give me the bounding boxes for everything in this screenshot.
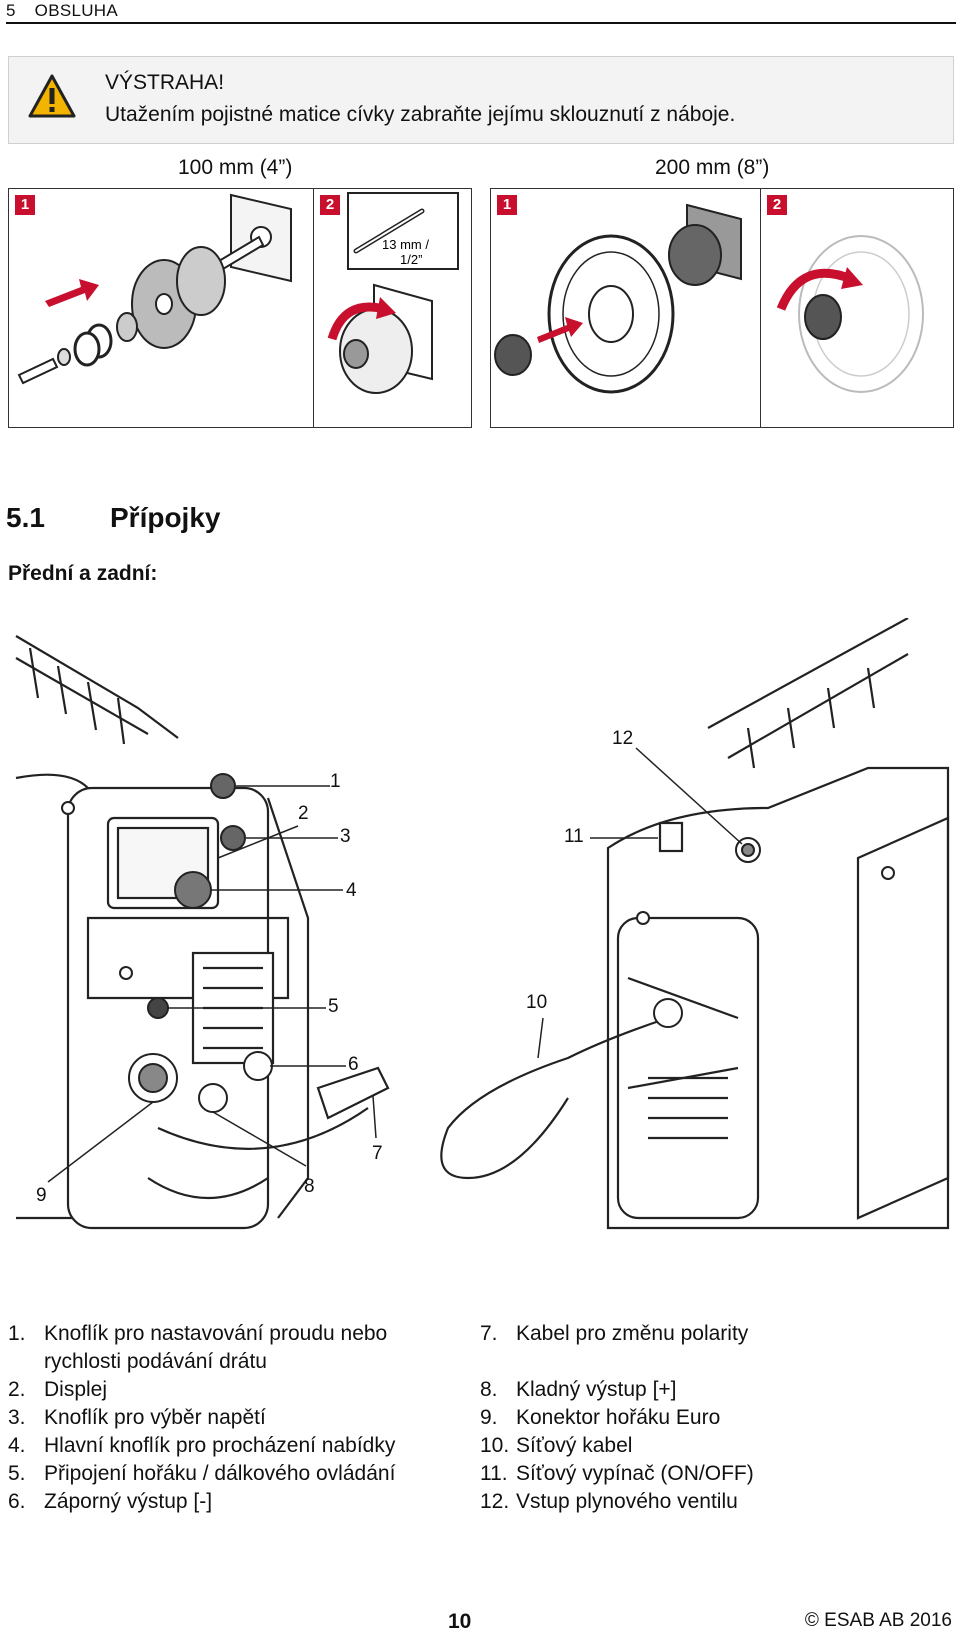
spool-100-step2-panel: 2 13 mm / 1/2” [313, 188, 472, 428]
step-badge: 2 [320, 195, 340, 215]
legend-text: Síťový kabel [516, 1434, 633, 1457]
callout-4: 4 [346, 880, 357, 901]
callout-1: 1 [330, 771, 341, 792]
legend-number: 3. [8, 1406, 26, 1429]
section-number: 5.1 [6, 502, 45, 533]
step-badge: 2 [767, 195, 787, 215]
page-header: 5 OBSLUHA [6, 0, 956, 24]
wrench-size-line2: 1/2” [400, 252, 422, 267]
step-badge: 1 [15, 195, 35, 215]
spool-200-step2-panel: 2 [760, 188, 954, 428]
legend-text: Kladný výstup [+] [516, 1378, 677, 1401]
copyright: © ESAB AB 2016 [804, 1610, 952, 1631]
legend-number: 2. [8, 1378, 26, 1401]
warning-box: VÝSTRAHA! Utažením pojistné matice cívky… [8, 56, 954, 144]
callout-10: 10 [526, 992, 548, 1013]
step-badge: 1 [497, 195, 517, 215]
legend-number: 4. [8, 1434, 26, 1457]
legend-text: Připojení hořáku / dálkového ovládání [44, 1462, 396, 1485]
page-number: 10 [448, 1610, 472, 1633]
callout-9: 9 [36, 1185, 47, 1206]
subheading: Přední a zadní: [8, 562, 158, 585]
legend-item: 9. Konektor hořáku Euro [480, 1404, 950, 1432]
section-title: Přípojky [110, 502, 221, 533]
callout-3: 3 [340, 826, 351, 847]
legend-item: 8. Kladný výstup [+] [480, 1376, 950, 1404]
legend-item: 10. Síťový kabel [480, 1432, 950, 1460]
legend-text: Záporný výstup [-] [44, 1490, 213, 1513]
legend-item: 11. Síťový vypínač (ON/OFF) [480, 1460, 950, 1488]
legend-number: 10. [480, 1434, 510, 1457]
size-label-200mm: 200 mm (8”) [655, 156, 770, 179]
legend-text-line1: Knoflík pro nastavování proudu nebo [44, 1322, 388, 1345]
legend-number: 6. [8, 1490, 26, 1513]
connections-figure: 1 2 3 4 5 6 7 8 9 10 11 12 [8, 617, 952, 1268]
warning-title: VÝSTRAHA! [105, 71, 225, 94]
wrench-icon [353, 208, 425, 254]
legend-text: Knoflík pro výběr napětí [44, 1406, 266, 1429]
legend-item: 12. Vstup plynového ventilu [480, 1488, 950, 1516]
legend-item: 2. Displej [8, 1376, 448, 1404]
legend-item: 3. Knoflík pro výběr napětí [8, 1404, 448, 1432]
callout-8: 8 [304, 1176, 315, 1197]
legend-item: 7. Kabel pro změnu polarity [480, 1320, 950, 1348]
callout-5: 5 [328, 996, 339, 1017]
legend-item: 4. Hlavní knoflík pro procházení nabídky [8, 1432, 448, 1460]
size-label-100mm: 100 mm (4”) [178, 156, 293, 179]
tighten-nut-illustration: 13 mm / 1/2” [327, 192, 459, 394]
callout-12: 12 [612, 728, 634, 749]
legend-text: Knoflík pro nastavování proudu nebo rych… [44, 1320, 387, 1376]
legend-item: 1. Knoflík pro nastavování proudu nebo r… [8, 1320, 448, 1376]
legend-number: 1. [8, 1322, 26, 1345]
legend-item: 6. Záporný výstup [-] [8, 1488, 448, 1516]
wrench-size-line1: 13 mm / [382, 237, 429, 252]
warning-triangle-icon [28, 74, 76, 118]
spool-200-step1-panel: 1 [490, 188, 762, 428]
spool-200-mount-illustration [494, 203, 742, 394]
legend-text: Displej [44, 1378, 108, 1401]
spool-100-step1-panel: 1 [8, 188, 315, 428]
legend-text: Hlavní knoflík pro procházení nabídky [44, 1434, 396, 1457]
legend-number: 7. [480, 1322, 498, 1345]
warning-text: Utažením pojistné matice cívky zabraňte … [105, 103, 736, 126]
legend-right: 7. Kabel pro změnu polarity 8. Kladný vý… [480, 1320, 950, 1516]
legend-text: Kabel pro změnu polarity [516, 1322, 749, 1345]
legend-number: 12. [480, 1490, 510, 1513]
welder-front-rear-illustration [15, 617, 950, 1230]
legend-text: Síťový vypínač (ON/OFF) [516, 1462, 754, 1485]
legend-text-line2: rychlosti podávání drátu [44, 1350, 267, 1373]
legend-number: 5. [8, 1462, 26, 1485]
legend-text: Konektor hořáku Euro [516, 1406, 721, 1429]
callout-6: 6 [348, 1054, 359, 1075]
legend-number: 9. [480, 1406, 498, 1429]
callout-7: 7 [372, 1143, 383, 1164]
legend-item: 5. Připojení hořáku / dálkového ovládání [8, 1460, 448, 1488]
spool-200-lock-illustration [776, 235, 924, 393]
legend-left: 1. Knoflík pro nastavování proudu nebo r… [8, 1320, 448, 1516]
chapter-title: OBSLUHA [34, 1, 119, 20]
legend-text: Vstup plynového ventilu [516, 1490, 738, 1513]
chapter-number: 5 [6, 1, 16, 20]
callout-2: 2 [298, 803, 309, 824]
legend-number: 11. [480, 1462, 508, 1485]
callout-11: 11 [564, 826, 584, 847]
spool-hub-exploded-illustration [17, 193, 292, 385]
legend-number: 8. [480, 1378, 498, 1401]
